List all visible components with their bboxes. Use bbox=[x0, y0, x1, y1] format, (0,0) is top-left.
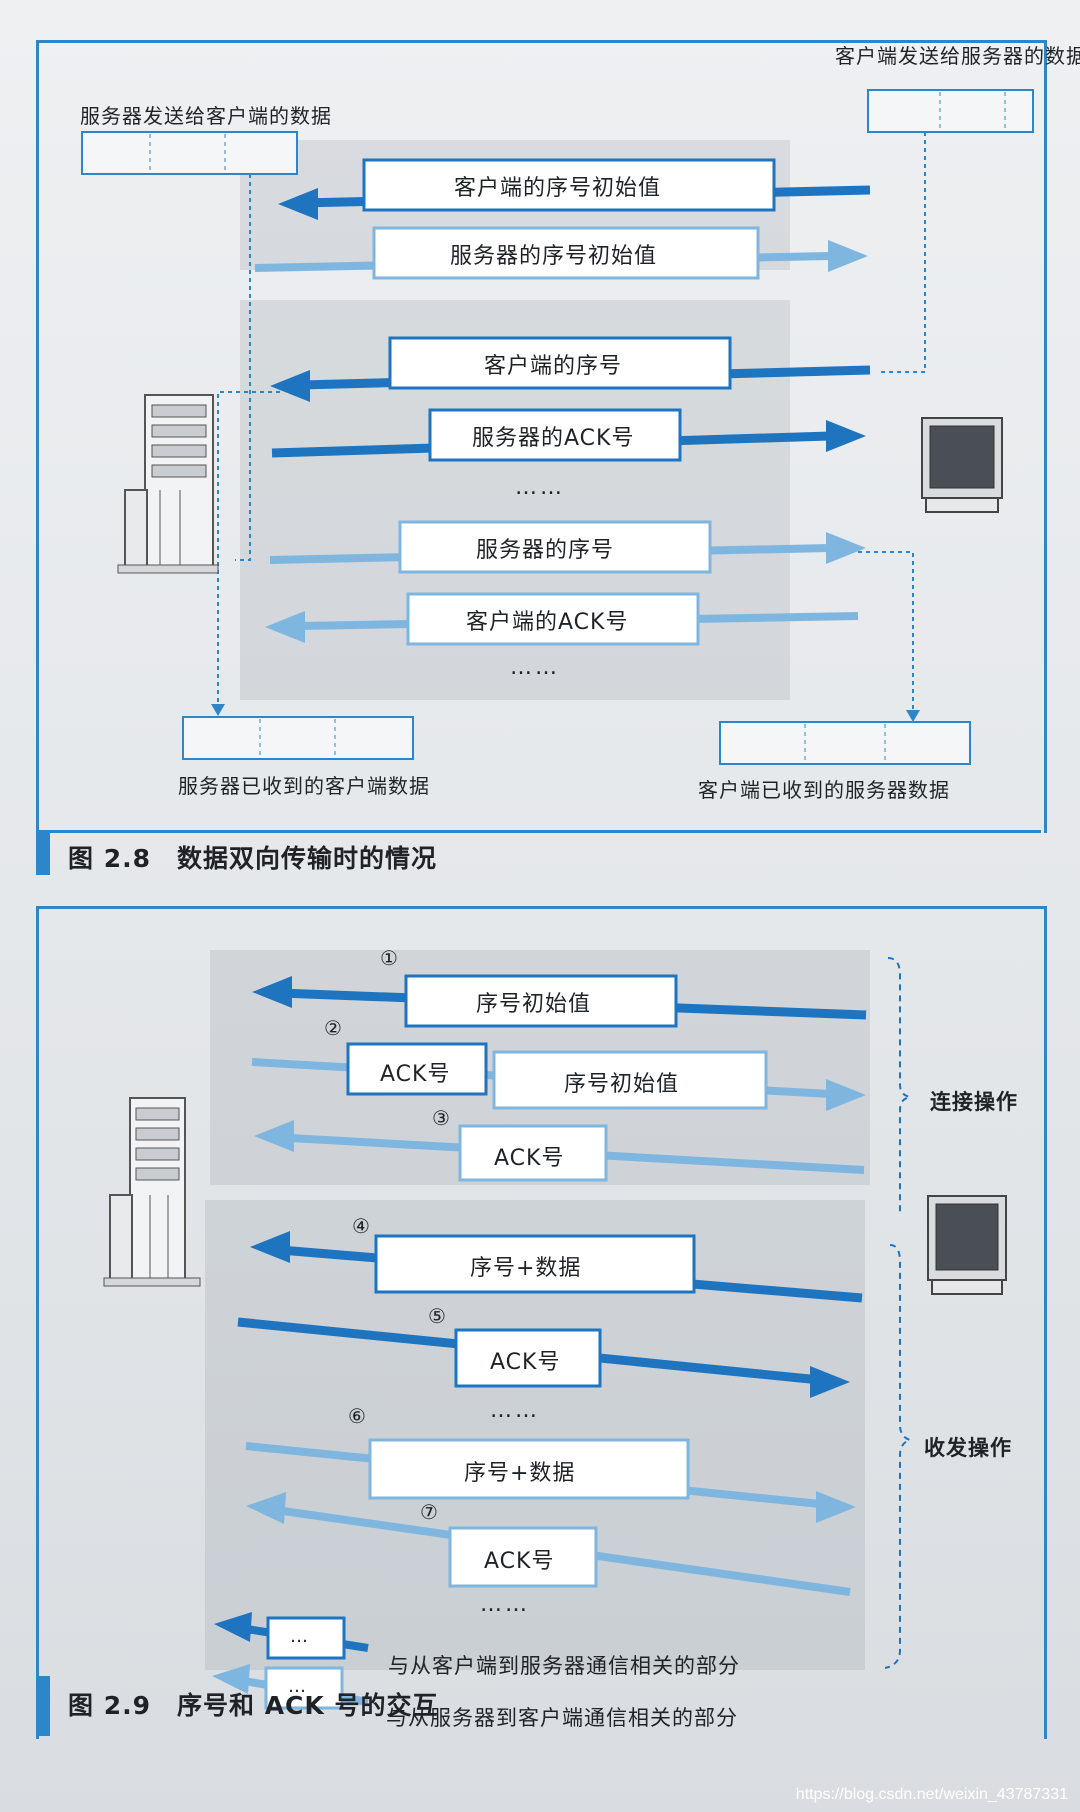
figure-2-8-frame bbox=[36, 40, 1047, 833]
client-received-buffer bbox=[719, 721, 971, 765]
legend-box-light: … bbox=[288, 1676, 307, 1697]
server-icon bbox=[117, 394, 219, 574]
legend-light-arrow bbox=[212, 1664, 369, 1710]
box-seq-data-4: 序号+数据 bbox=[470, 1256, 582, 1281]
arrow-step-7 bbox=[246, 1492, 851, 1596]
box-seq-init-2: 序号初始值 bbox=[564, 1072, 680, 1097]
arrow-label-5: 服务器的序号 bbox=[476, 538, 615, 563]
box-ack-3: ACK号 bbox=[494, 1146, 565, 1171]
step-4: ④ bbox=[352, 1214, 371, 1238]
box-ack-7: ACK号 bbox=[484, 1549, 555, 1574]
step-1: ① bbox=[380, 946, 399, 970]
side-label-connect: 连接操作 bbox=[930, 1090, 1018, 1114]
arrow-label-3: 客户端的序号 bbox=[484, 354, 623, 379]
step-2: ② bbox=[324, 1016, 343, 1040]
arrow-client-seq-init bbox=[278, 158, 871, 220]
arrow-client-ack bbox=[265, 592, 859, 646]
step-6: ⑥ bbox=[348, 1404, 367, 1428]
step-3: ③ bbox=[432, 1106, 451, 1130]
arrow-step-1 bbox=[252, 974, 867, 1028]
monitor-icon bbox=[921, 417, 1003, 513]
legend-dark-text: 与从客户端到服务器通信相关的部分 bbox=[388, 1654, 740, 1678]
arrow-step-5 bbox=[237, 1317, 850, 1398]
ellipsis-2: …… bbox=[510, 655, 560, 680]
figure-2-8-caption: 图 2.8 数据双向传输时的情况 bbox=[68, 844, 437, 873]
arrow-label-6: 客户端的ACK号 bbox=[466, 610, 629, 635]
arrow-label-1: 客户端的序号初始值 bbox=[454, 176, 662, 201]
arrow-label-4: 服务器的ACK号 bbox=[472, 426, 635, 451]
figure-2-9-caption-bar: 图 2.9 序号和 ACK 号的交互 bbox=[36, 1676, 1041, 1778]
monitor-icon-2 bbox=[927, 1195, 1007, 1295]
label-server-send-data: 服务器发送给客户端的数据 bbox=[80, 104, 332, 128]
box-ack-5: ACK号 bbox=[490, 1350, 561, 1375]
arrow-label-2: 服务器的序号初始值 bbox=[450, 244, 658, 269]
ellipsis-4: …… bbox=[480, 1592, 530, 1617]
arrow-client-seq bbox=[270, 336, 871, 402]
arrow-server-ack bbox=[271, 408, 866, 462]
figure-2-8-caption-bar: 图 2.8 数据双向传输时的情况 bbox=[36, 830, 1041, 875]
arrow-step-4 bbox=[250, 1231, 863, 1303]
arrow-server-seq bbox=[269, 520, 866, 574]
ellipsis-3: …… bbox=[490, 1398, 540, 1423]
server-icon-2 bbox=[103, 1097, 201, 1287]
legend-light-text: 与从服务器到客户端通信相关的部分 bbox=[386, 1706, 738, 1730]
label-client-received: 客户端已收到的服务器数据 bbox=[698, 778, 950, 802]
box-ack-2: ACK号 bbox=[380, 1062, 451, 1087]
client-send-buffer bbox=[867, 89, 1034, 133]
figure-2-9-caption: 图 2.9 序号和 ACK 号的交互 bbox=[68, 1691, 439, 1720]
step-5: ⑤ bbox=[428, 1304, 447, 1328]
arrow-server-seq-init bbox=[254, 226, 868, 280]
arrow-step-6 bbox=[245, 1438, 856, 1523]
ellipsis-1: …… bbox=[515, 475, 565, 500]
label-server-received: 服务器已收到的客户端数据 bbox=[178, 774, 430, 798]
step-7: ⑦ bbox=[420, 1500, 439, 1524]
server-send-buffer bbox=[81, 131, 298, 175]
box-seq-init-1: 序号初始值 bbox=[476, 992, 592, 1017]
legend-dark-arrow bbox=[214, 1612, 369, 1660]
server-received-buffer bbox=[182, 716, 414, 760]
box-seq-data-6: 序号+数据 bbox=[464, 1461, 576, 1486]
label-client-send-data: 客户端发送给服务器的数据 bbox=[835, 44, 1080, 68]
legend-box-dark: … bbox=[290, 1626, 309, 1647]
arrow-step-3 bbox=[254, 1120, 865, 1182]
watermark-url: https://blog.csdn.net/weixin_43787331 bbox=[795, 1786, 1068, 1803]
figure-2-9-frame bbox=[36, 906, 1047, 1739]
arrow-step-2 bbox=[251, 1042, 866, 1111]
side-label-transfer: 收发操作 bbox=[924, 1436, 1012, 1460]
